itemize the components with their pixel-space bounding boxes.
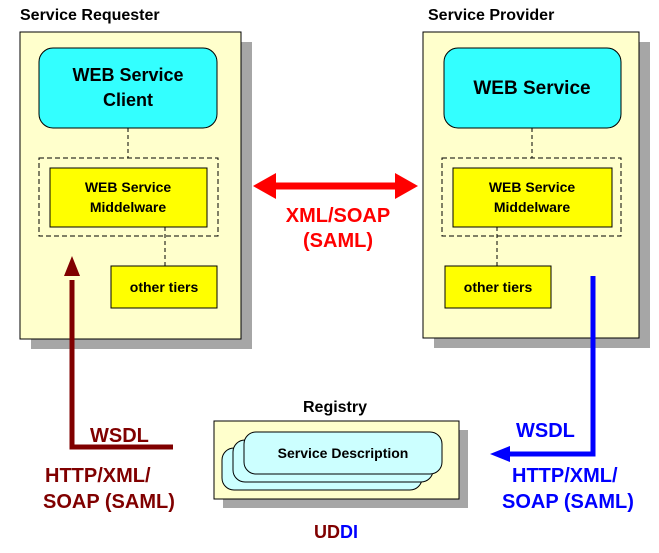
protocol-label-line1: XML/SOAP [286,205,390,227]
provider-middleware-box [452,167,613,228]
client-label-line2: Client [103,90,153,110]
provider-title: Service Provider [428,7,554,24]
requester-http-line1: HTTP/XML/ [45,465,151,487]
requester-title: Service Requester [20,7,160,24]
requester-middleware-box [49,167,208,228]
service-description-label: Service Description [278,445,409,461]
uddi-part1: UD [314,522,340,542]
provider-middleware-frame [441,157,622,237]
requester-http-line2: SOAP (SAML) [43,491,175,513]
provider-wsdl-label: WSDL [516,420,575,442]
provider-other-tiers-box [444,265,552,309]
requester-other-tiers-box [110,265,218,309]
requester-wsdl-label: WSDL [90,425,149,447]
requester-registry-path [64,256,173,450]
protocol-label-line2: (SAML) [303,230,373,252]
uddi-label: UDDI [314,522,358,542]
service-description-stack [221,431,443,491]
requester-mw-line2: Middelware [90,199,166,215]
registry-title: Registry [303,399,367,416]
requester-middleware-frame [38,157,219,237]
xml-soap-arrow [253,173,418,199]
provider-registry-path [490,276,596,462]
provider-http-line1: HTTP/XML/ [512,465,618,487]
provider-mw-line2: Middelware [494,199,570,215]
web-service-label: WEB Service [473,78,590,99]
provider-http-line2: SOAP (SAML) [502,491,634,513]
provider-mw-line1: WEB Service [489,179,576,195]
requester-other-tiers-label: other tiers [130,279,199,295]
web-service-client-box [38,47,218,129]
provider-other-tiers-label: other tiers [464,279,533,295]
client-label-line1: WEB Service [72,65,183,85]
uddi-part2: DI [340,522,358,542]
requester-mw-line1: WEB Service [85,179,172,195]
